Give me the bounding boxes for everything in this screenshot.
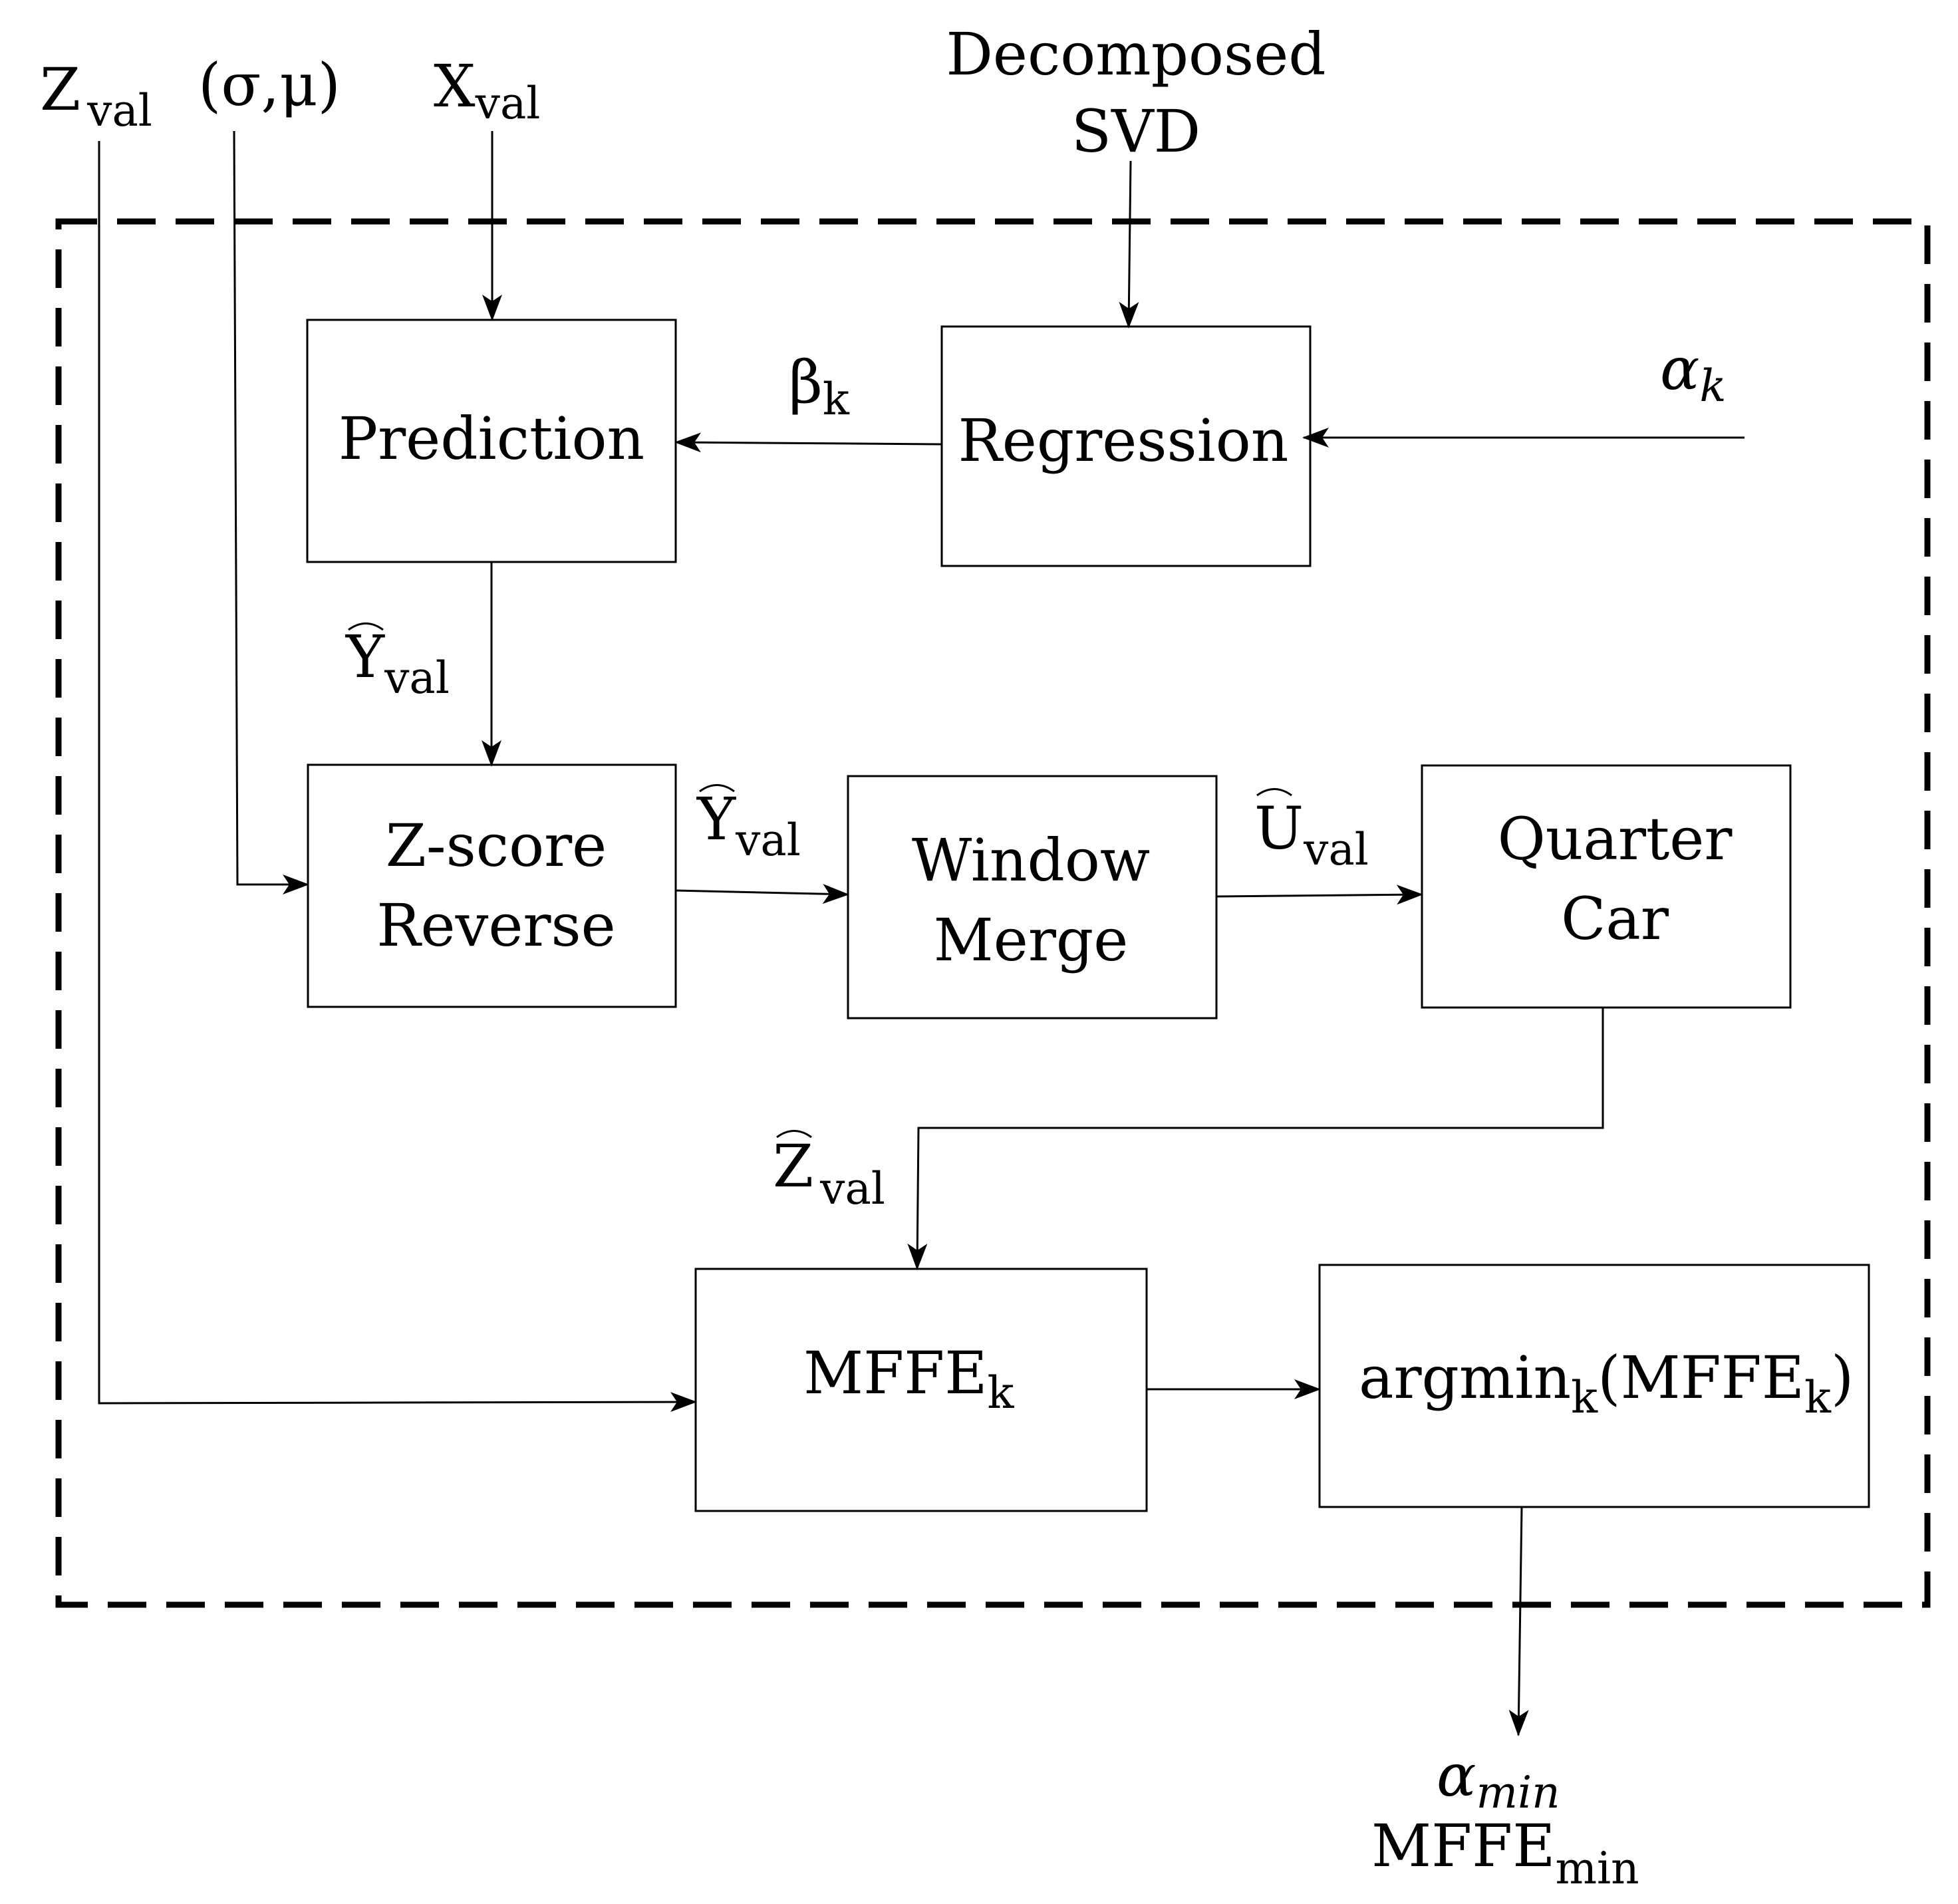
arrow-zscore-to-window — [675, 884, 849, 904]
prediction-label: Prediction — [339, 404, 644, 473]
arrow-argmin-to-output — [1508, 1506, 1529, 1736]
argmin-block — [1318, 1264, 1870, 1508]
hat-icon — [348, 622, 384, 631]
argmin-label: argmink(MFFEk) — [1359, 1343, 1854, 1423]
prediction-block — [306, 319, 677, 563]
regression-block — [940, 325, 1312, 567]
input-sigma-mu: (σ,μ) — [198, 51, 341, 119]
input-x-val: Xval — [434, 52, 540, 129]
input-decomposed-svd-line1: Decomposed — [946, 20, 1326, 88]
input-alpha-k: αk — [1660, 335, 1726, 412]
arrow-regression-to-prediction — [674, 432, 942, 453]
mffe-k-label: MFFEk — [803, 1339, 1014, 1419]
zscore-reverse-label-line1: Z-score — [386, 811, 607, 880]
window-merge-label-line2: Merge — [934, 906, 1129, 974]
zscore-reverse-label-line2: Reverse — [376, 891, 615, 960]
window-merge-label-line1: Window — [912, 826, 1150, 894]
arrow-svd-to-regression — [1119, 160, 1139, 329]
zscore-reverse-block — [307, 763, 677, 1008]
hat-icon — [699, 784, 735, 793]
output-alpha-min: αmin — [1437, 1741, 1560, 1818]
u-hat-val-label: Uval — [1254, 794, 1369, 875]
window-merge-block — [847, 775, 1218, 1020]
system-boundary — [55, 218, 1931, 1608]
quarter-car-label-line2: Car — [1561, 884, 1669, 953]
y-hat-val-label-2: Yval — [696, 785, 801, 866]
y-hat-val-label-1: Yval — [345, 622, 450, 704]
arrow-quartercar-to-mffe — [907, 1008, 1604, 1270]
output-mffe-min: MFFEmin — [1371, 1812, 1639, 1894]
beta-k-label: βk — [789, 348, 850, 425]
arrow-zval-to-mffe — [98, 141, 697, 1413]
arrow-sigma-mu-to-zscore — [233, 130, 309, 894]
hat-icon — [1256, 788, 1292, 797]
arrow-window-to-quartercar — [1216, 884, 1423, 905]
regression-label: Regression — [958, 406, 1289, 475]
input-decomposed-svd-line2: SVD — [1071, 97, 1200, 166]
quarter-car-label-line1: Quarter — [1498, 805, 1733, 873]
hat-icon — [776, 1130, 812, 1139]
